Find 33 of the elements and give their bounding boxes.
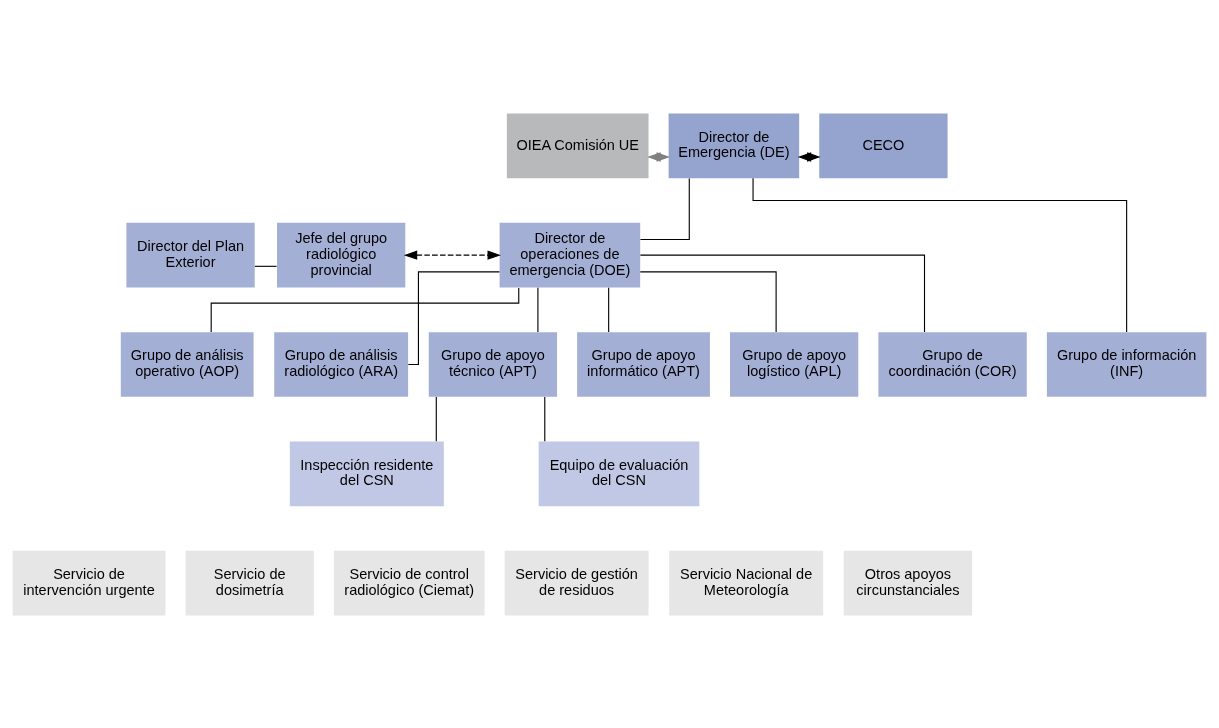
node-box: OIEA Comisión UE xyxy=(506,112,649,178)
connector xyxy=(407,270,501,365)
node-box: Grupo de apoyo técnico (APT) xyxy=(428,331,558,397)
connector xyxy=(435,395,437,442)
node-box: Grupo de análisis radiológico (ARA) xyxy=(274,331,409,397)
node-box: Otros apoyos circunstanciales xyxy=(843,550,973,616)
node-box: Director del Plan Exterior xyxy=(126,222,255,287)
connector xyxy=(210,286,520,333)
connector xyxy=(639,177,690,240)
node-box: Jefe del grupo radiológico provincial xyxy=(277,222,406,287)
connector xyxy=(608,286,610,332)
connector xyxy=(639,270,777,333)
node-box: Grupo de información (INF) xyxy=(1046,331,1207,397)
node-box: Servicio de dosimetría xyxy=(185,550,314,616)
node-box: Grupo de apoyo logístico (APL) xyxy=(730,331,859,397)
node-box: Director de operaciones de emergencia (DOE) xyxy=(499,222,641,287)
node-box: Servicio de intervención urgente xyxy=(12,550,166,616)
node-box: Servicio Nacional de Meteorología xyxy=(669,550,824,616)
connector xyxy=(254,265,278,267)
connector xyxy=(752,177,1128,333)
connector xyxy=(544,395,546,442)
node-box: Servicio de gestión de residuos xyxy=(504,550,649,616)
node-box: Director de Emergencia (DE) xyxy=(668,112,800,178)
connector xyxy=(537,286,539,332)
node-box: Inspección residente del CSN xyxy=(289,441,444,506)
node-box: Grupo de coordinación (COR) xyxy=(878,331,1027,397)
node-box: Grupo de análisis operativo (AOP) xyxy=(120,331,254,397)
node-box: Equipo de evaluación del CSN xyxy=(538,441,700,506)
node-box: Grupo de apoyo informático (APT) xyxy=(577,331,710,397)
arrow xyxy=(403,249,501,260)
node-box: Servicio de control radiológico (Ciemat) xyxy=(333,550,485,616)
node-box: CECO xyxy=(819,112,948,178)
connector xyxy=(639,254,926,333)
